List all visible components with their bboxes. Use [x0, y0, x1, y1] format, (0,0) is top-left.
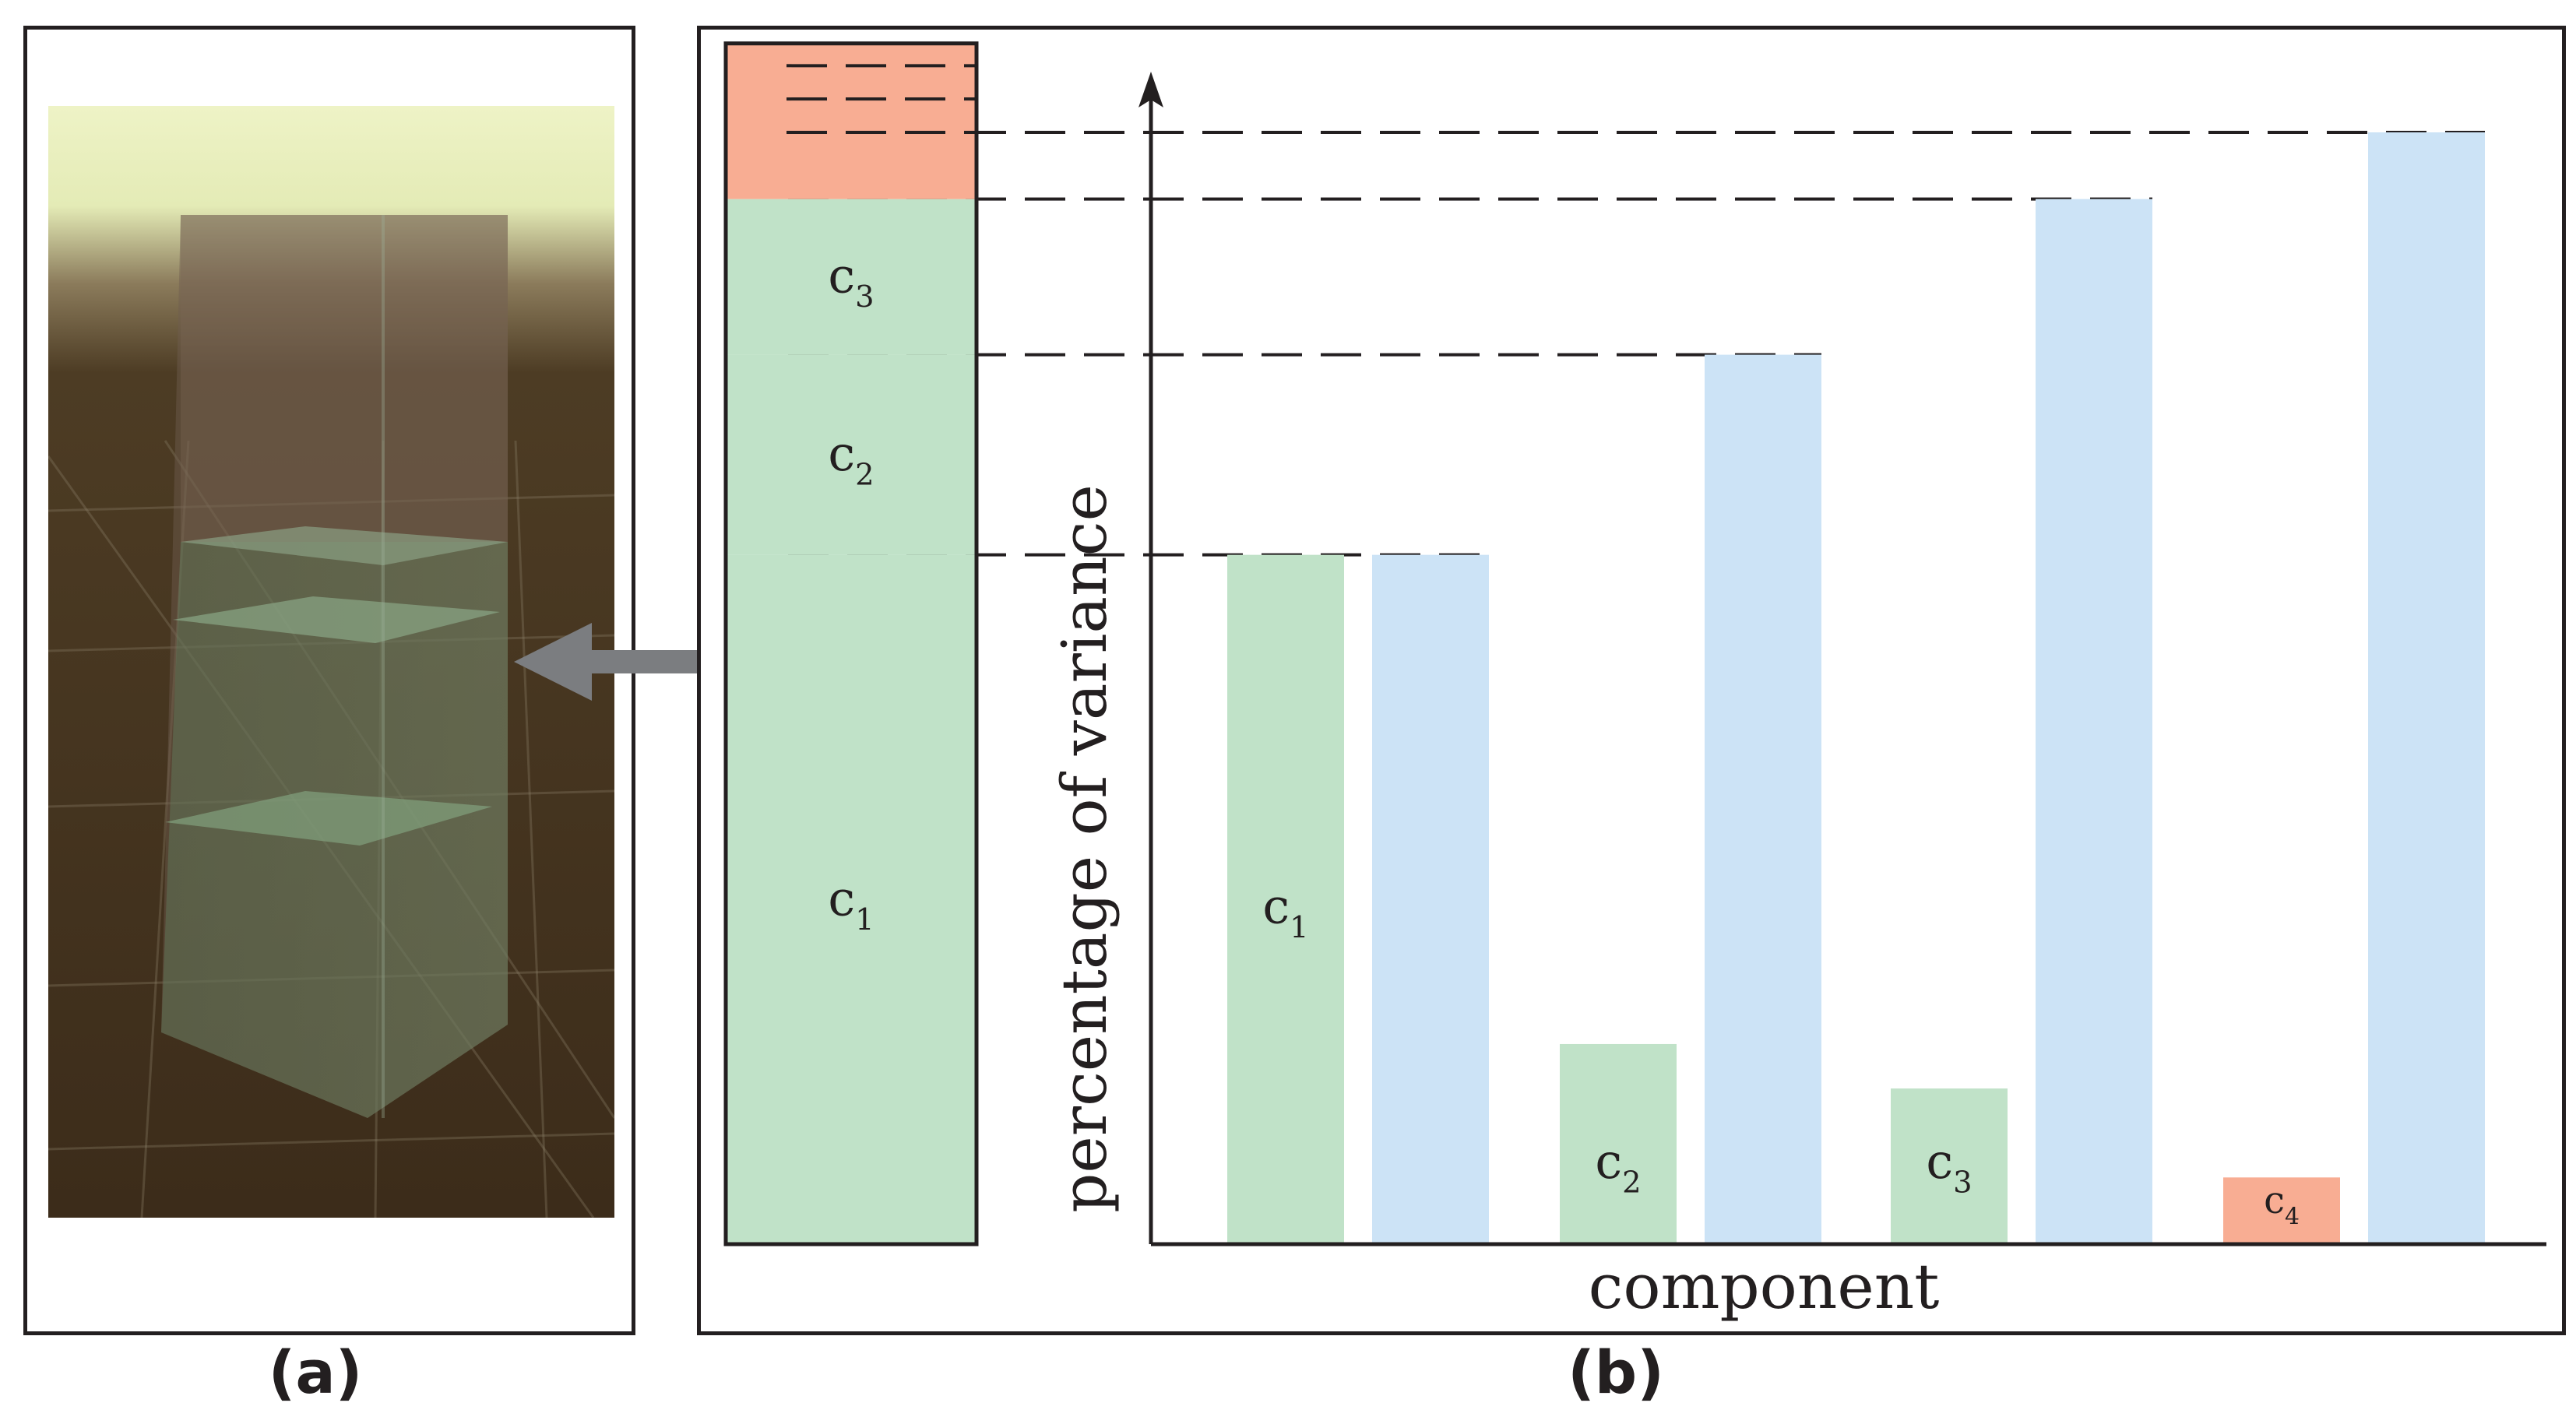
- bar-c4: [2223, 1177, 2340, 1244]
- stack-segment-3: [726, 199, 977, 355]
- cumulative-bar-c4: [2368, 132, 2485, 1244]
- stack-segment-label-1: c1: [828, 870, 874, 937]
- bar-label-c3: c3: [1926, 1133, 1972, 1201]
- bar-c3: [1891, 1088, 2008, 1244]
- panel-b-caption: (b): [1568, 1338, 1664, 1407]
- link-arrow: [514, 623, 787, 701]
- stack-segment-4: [726, 43, 977, 199]
- panel-a-caption: (a): [268, 1338, 363, 1407]
- bar-label-c4: c4: [2264, 1179, 2300, 1230]
- stacked-variance-bar: c1 c2 c3: [723, 41, 979, 1246]
- cumulative-bar-c3: [2036, 199, 2152, 1245]
- y-axis-label: percentage of variance: [1048, 484, 1121, 1213]
- component-bars: c1 c2 c3 c4: [1227, 132, 2485, 1245]
- y-axis-arrowhead: [1138, 72, 1163, 107]
- panel-a-render: [48, 106, 614, 1218]
- bar-label-c1: c1: [1262, 877, 1308, 945]
- cumulative-bar-c1: [1372, 554, 1489, 1244]
- bar-c1: [1227, 554, 1344, 1244]
- axes: [1138, 72, 2546, 1246]
- stack-segment-label-3: c3: [828, 248, 874, 315]
- render-image: [48, 106, 614, 1218]
- stack-segment-1: [726, 554, 977, 1244]
- stack-segment-label-2: c2: [828, 425, 874, 493]
- bar-c2: [1560, 1043, 1677, 1244]
- stacked-box: [161, 215, 508, 1118]
- bar-label-c2: c2: [1595, 1133, 1641, 1201]
- guide-lines: [788, 131, 2485, 557]
- x-axis-label: component: [1589, 1250, 1940, 1323]
- stack-outline: [723, 41, 979, 1246]
- stack-segment-2: [726, 354, 977, 555]
- cumulative-bar-c2: [1705, 354, 1821, 1245]
